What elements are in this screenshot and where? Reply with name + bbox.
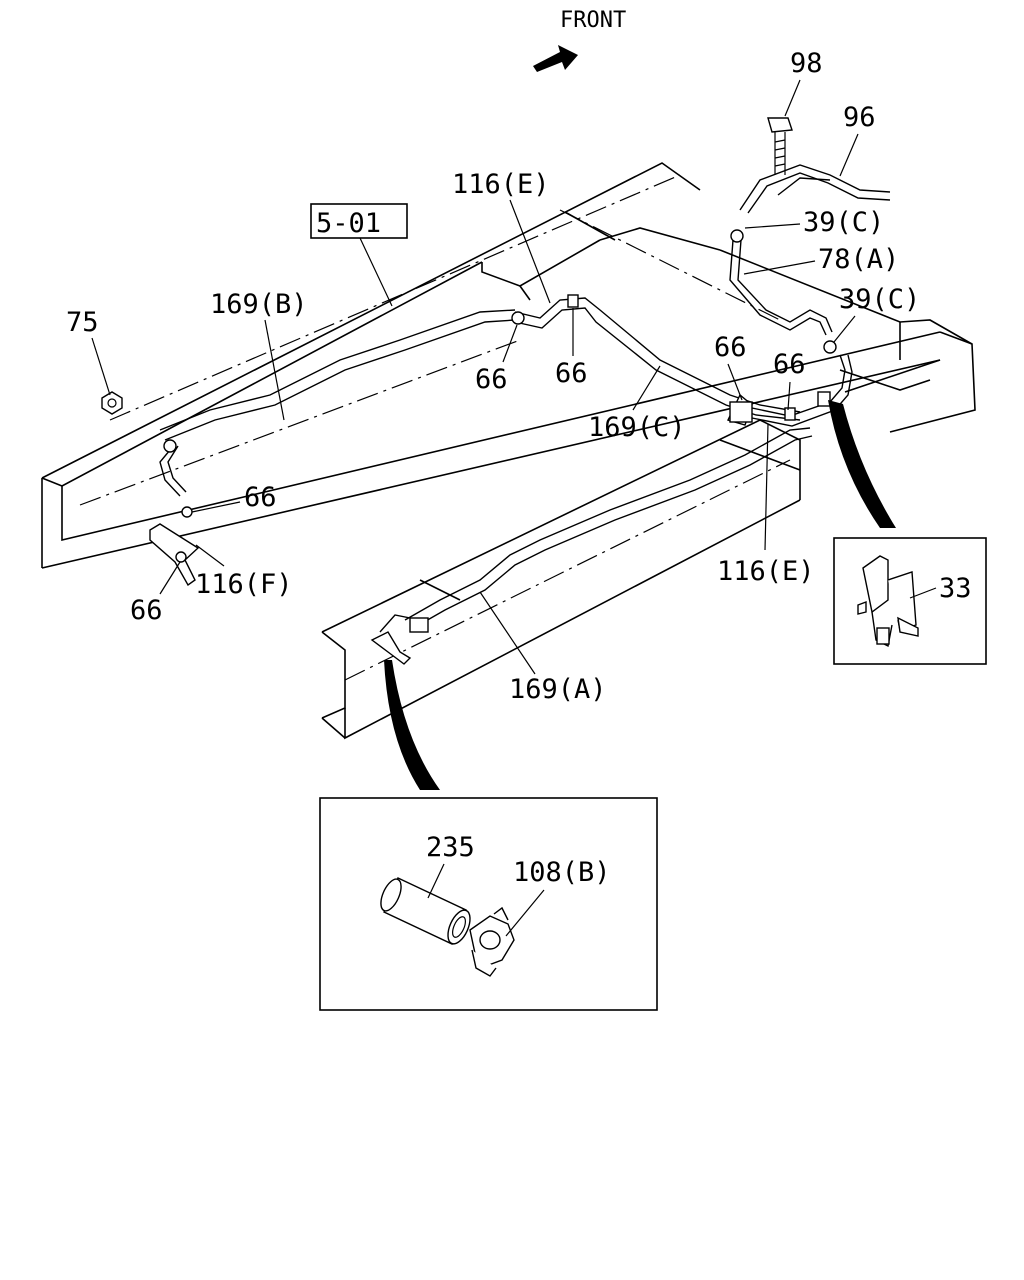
leader-108b	[505, 889, 545, 937]
leader-66-a	[502, 324, 518, 363]
detail-box-235	[319, 797, 658, 1011]
callout-39c-right: 39(C)	[839, 284, 920, 315]
pipe-169a	[370, 427, 813, 665]
leader-78a	[743, 260, 816, 275]
callout-78a: 78(A)	[818, 244, 899, 275]
clip-108b-drawing	[469, 906, 515, 977]
front-arrow-icon	[533, 45, 578, 72]
leader-66-d	[787, 381, 791, 411]
leader-39c-top	[744, 223, 801, 229]
leader-33	[909, 587, 937, 599]
callout-96: 96	[843, 102, 876, 133]
callout-66-bottom: 66	[130, 595, 163, 626]
detail-pointer-235	[384, 660, 440, 790]
callout-169c: 169(C)	[588, 412, 686, 443]
callout-66-c: 66	[714, 332, 747, 363]
leader-75	[91, 337, 111, 396]
lower-frame-rail	[321, 419, 801, 740]
hose-96	[739, 164, 891, 214]
leader-235	[427, 863, 445, 899]
leader-96	[839, 133, 859, 177]
front-label: FRONT	[560, 8, 626, 33]
clip-33-drawing	[857, 555, 919, 648]
leader-169c	[632, 365, 661, 411]
hose-78a	[729, 229, 833, 336]
leader-66-left	[191, 501, 241, 513]
callout-169b: 169(B)	[210, 289, 308, 320]
pipe-116f	[149, 506, 200, 587]
upper-frame-rail	[41, 162, 976, 569]
detail-pointer-33	[828, 400, 896, 528]
callout-116e-top: 116(E)	[452, 169, 550, 200]
callout-235: 235	[426, 832, 475, 863]
callout-108b: 108(B)	[513, 857, 611, 888]
leader-169b	[264, 319, 285, 421]
leader-66-c	[727, 363, 743, 401]
bolt-98	[767, 117, 793, 175]
leader-66-bottom	[159, 561, 181, 595]
leader-116e-top	[509, 199, 551, 304]
nut-75	[101, 391, 123, 415]
callout-75: 75	[66, 307, 99, 338]
reference-leader	[359, 237, 393, 307]
callout-116e-bottom: 116(E)	[717, 556, 815, 587]
reference-box	[310, 203, 408, 239]
callout-66-b: 66	[555, 358, 588, 389]
callout-39c-top: 39(C)	[803, 207, 884, 238]
reference-box-label: 5-01	[316, 208, 381, 239]
clamp-cluster	[727, 340, 853, 427]
leader-116f	[195, 544, 225, 567]
callout-33: 33	[939, 573, 972, 604]
callout-169a: 169(A)	[509, 674, 607, 705]
sleeve-235-drawing	[380, 877, 471, 945]
callout-66-a: 66	[475, 364, 508, 395]
detail-box-33	[833, 537, 987, 665]
leader-116e-bottom	[764, 423, 769, 551]
callout-116f: 116(F)	[195, 569, 293, 600]
callout-66-d: 66	[773, 349, 806, 380]
callout-98: 98	[790, 48, 823, 79]
callout-66-left: 66	[244, 482, 277, 513]
leader-169a	[479, 591, 536, 675]
leader-39c-right	[833, 315, 856, 343]
leader-98	[784, 79, 801, 117]
pipe-169b	[159, 309, 516, 497]
